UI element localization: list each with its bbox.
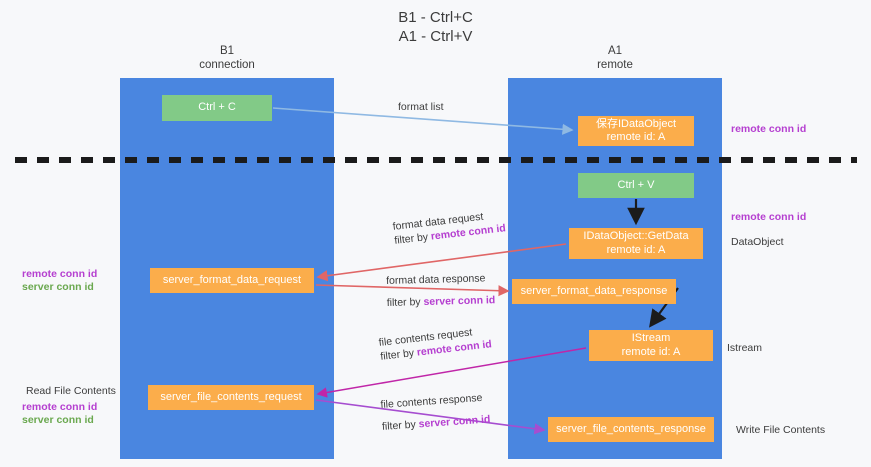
edge-label-format-data-response: format data response filter by server co… bbox=[386, 271, 495, 310]
filter-key-server-conn-id: server conn id bbox=[423, 294, 496, 309]
edge-label-format-list: format list bbox=[398, 101, 444, 113]
lane-header-b1-name: B1 bbox=[219, 45, 235, 57]
node-idataobject-getdata-line2: remote id: A bbox=[606, 243, 666, 256]
arrow-file-contents-response bbox=[315, 399, 546, 435]
side-label-remote-conn-id-top: remote conn id bbox=[731, 123, 807, 135]
node-server-format-data-response[interactable]: server_format_data_response bbox=[512, 279, 676, 304]
node-server-file-contents-request[interactable]: server_file_contents_request bbox=[148, 385, 314, 410]
node-idataobject-getdata[interactable]: IDataObject::GetData remote id: A bbox=[569, 228, 703, 259]
side-label-conn-ids-lower: remote conn id server conn id bbox=[22, 401, 97, 427]
title-line-2: A1 - Ctrl+V bbox=[398, 28, 473, 45]
node-save-idataobject[interactable]: 保存IDataObject remote id: A bbox=[578, 116, 694, 146]
node-ctrl-v-label: Ctrl + V bbox=[617, 178, 655, 191]
arrow-format-list bbox=[272, 107, 574, 135]
arrow-format-data-request bbox=[316, 243, 567, 282]
side-label-write-file-contents: Write File Contents bbox=[736, 424, 826, 436]
node-istream[interactable]: IStream remote id: A bbox=[589, 330, 713, 361]
node-ctrl-c[interactable]: Ctrl + C bbox=[162, 95, 272, 121]
node-istream-line1: IStream bbox=[631, 332, 671, 344]
node-ctrl-c-label: Ctrl + C bbox=[198, 101, 236, 114]
lane-header-b1-role: connection bbox=[199, 59, 255, 71]
lane-header-a1-role: remote bbox=[597, 59, 633, 71]
edge-label-file-contents-response: file contents response filter by server … bbox=[380, 390, 491, 433]
side-label-remote-conn-id-left-1: remote conn id bbox=[22, 268, 98, 280]
side-label-read-file-contents: Read File Contents bbox=[26, 385, 116, 397]
filter-prefix: filter by bbox=[386, 296, 424, 309]
node-server-format-data-response-label: server_format_data_response bbox=[520, 284, 668, 297]
lane-header-a1: A1 remote bbox=[508, 44, 722, 72]
diagram-title: B1 - Ctrl+C A1 - Ctrl+V bbox=[0, 8, 871, 46]
node-server-file-contents-response-label: server_file_contents_response bbox=[556, 422, 706, 435]
node-server-format-data-request[interactable]: server_format_data_request bbox=[150, 268, 314, 293]
node-ctrl-v[interactable]: Ctrl + V bbox=[578, 173, 694, 198]
filter-prefix: filter by bbox=[381, 418, 420, 433]
node-istream-line2: remote id: A bbox=[621, 345, 681, 358]
node-server-file-contents-request-label: server_file_contents_request bbox=[160, 390, 302, 403]
edge-label-format-data-response-main: format data response bbox=[386, 272, 486, 287]
title-line-1: B1 - Ctrl+C bbox=[398, 9, 473, 26]
side-label-server-conn-id-left-2: server conn id bbox=[22, 414, 94, 426]
node-server-file-contents-response[interactable]: server_file_contents_response bbox=[548, 417, 714, 442]
side-label-server-conn-id-left-1: server conn id bbox=[22, 281, 94, 293]
node-server-format-data-request-label: server_format_data_request bbox=[162, 273, 302, 286]
phase-divider bbox=[15, 157, 857, 163]
side-label-dataobject: DataObject bbox=[731, 236, 784, 248]
lane-header-b1: B1 connection bbox=[120, 44, 334, 72]
lane-header-a1-name: A1 bbox=[607, 45, 623, 57]
node-save-idataobject-line2: remote id: A bbox=[606, 131, 666, 143]
side-label-remote-conn-id-mid: remote conn id bbox=[731, 211, 807, 223]
side-label-remote-conn-id-left-2: remote conn id bbox=[22, 401, 98, 413]
arrow-format-data-response bbox=[315, 284, 510, 297]
side-label-conn-ids-upper: remote conn id server conn id bbox=[22, 268, 97, 294]
arrow-file-contents-request bbox=[316, 347, 587, 398]
edge-label-format-data-response-filter: filter by server conn id bbox=[387, 293, 496, 310]
node-save-idataobject-line1: 保存IDataObject bbox=[595, 117, 677, 130]
node-idataobject-getdata-line1: IDataObject::GetData bbox=[583, 230, 689, 242]
side-label-istream: Istream bbox=[727, 342, 763, 354]
